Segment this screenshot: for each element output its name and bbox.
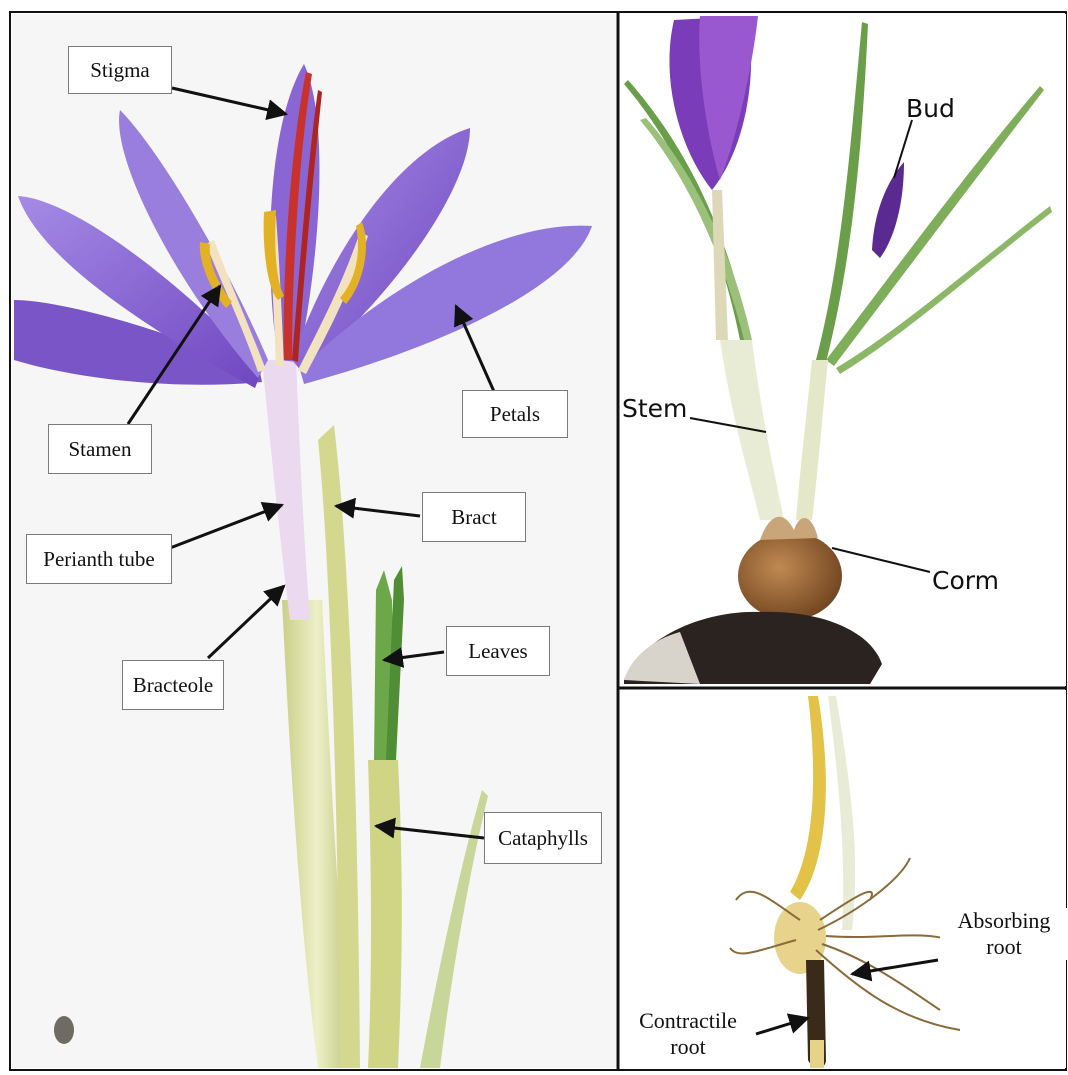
absorbing-root-label: Absorbing root — [940, 908, 1068, 960]
corm-label: Corm — [932, 568, 999, 593]
bracteole-label: Bracteole — [122, 660, 224, 710]
bud-label: Bud — [906, 96, 955, 121]
stem-label: Stem — [622, 396, 687, 421]
contractile-root-line-1: Contractile — [624, 1008, 752, 1034]
perianth-tube-label: Perianth tube — [26, 534, 172, 584]
petals-label: Petals — [462, 390, 568, 438]
stamen-label: Stamen — [48, 424, 152, 474]
bract-label: Bract — [422, 492, 526, 542]
stigma-label: Stigma — [68, 46, 172, 94]
contractile-root-line-2: root — [624, 1034, 752, 1060]
absorbing-root-line-1: Absorbing — [940, 908, 1068, 934]
absorbing-root-line-2: root — [940, 934, 1068, 960]
leaves-label: Leaves — [446, 626, 550, 676]
contractile-root-label: Contractile root — [624, 1008, 752, 1060]
plant-with-corm-illustration — [620, 14, 1066, 686]
cataphylls-label: Cataphylls — [484, 812, 602, 864]
